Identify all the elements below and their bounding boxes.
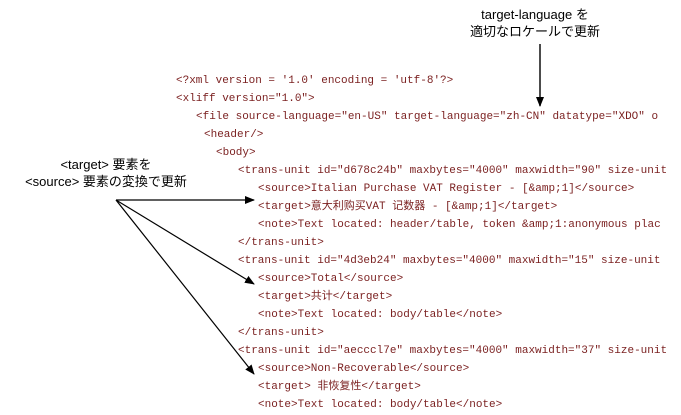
code-line: <note>Text located: body/table</note> xyxy=(258,399,503,411)
arrow-to-target-3 xyxy=(115,199,255,375)
code-line: <target> 非恢复性</target> xyxy=(258,381,421,393)
code-line: </trans-unit> xyxy=(238,237,324,249)
annotation-target-element: <target> 要素を <source> 要素の変換で更新 xyxy=(6,156,206,190)
code-line: <file source-language="en-US" target-lan… xyxy=(196,111,659,123)
annotation-line: <source> 要素の変換で更新 xyxy=(25,174,187,189)
code-line: <?xml version = '1.0' encoding = 'utf-8'… xyxy=(176,75,454,87)
code-line: <source>Non-Recoverable</source> xyxy=(258,363,470,375)
annotation-line: target-language を xyxy=(481,7,589,22)
annotation-target-language: target-language を 適切なロケールで更新 xyxy=(430,6,640,40)
code-line: <xliff version="1.0"> xyxy=(176,93,315,105)
code-line: <target>意大利购买VAT 记数器 - [&amp;1]</target> xyxy=(258,201,558,213)
code-line: <trans-unit id="aecccl7e" maxbytes="4000… xyxy=(238,345,668,357)
code-line: <source>Italian Purchase VAT Register - … xyxy=(258,183,635,195)
code-line: <target>共计</target> xyxy=(258,291,393,303)
code-line: <source>Total</source> xyxy=(258,273,404,285)
code-line: <trans-unit id="d678c24b" maxbytes="4000… xyxy=(238,165,668,177)
code-line: <trans-unit id="4d3eb24" maxbytes="4000"… xyxy=(238,255,661,267)
code-line: <note>Text located: body/table</note> xyxy=(258,309,503,321)
arrow-to-target-2 xyxy=(115,199,255,285)
code-line: <note>Text located: header/table, token … xyxy=(258,219,661,231)
code-line: </trans-unit> xyxy=(238,327,324,339)
code-line: <body> xyxy=(216,147,256,159)
annotation-line: 適切なロケールで更新 xyxy=(469,24,600,39)
annotation-line: <target> 要素を xyxy=(60,157,152,172)
code-line: <header/> xyxy=(204,129,264,141)
